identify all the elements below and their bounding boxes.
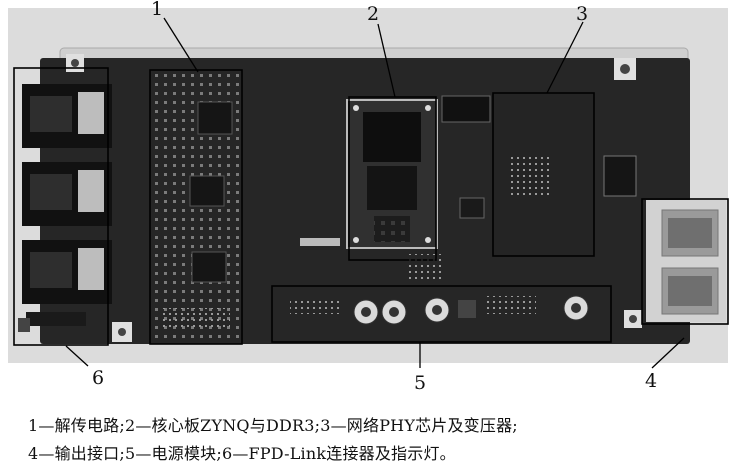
box-6	[13, 67, 109, 346]
box-2	[348, 96, 437, 261]
leader-4	[651, 337, 685, 369]
leader-2	[377, 23, 396, 98]
callout-5: 5	[414, 372, 427, 394]
callout-1: 1	[151, 0, 164, 20]
callout-3: 3	[576, 3, 589, 25]
caption-line-2: 4—输出接口;5—电源模块;6—FPD-Link连接器及指示灯。	[28, 444, 456, 463]
leader-6	[65, 345, 89, 367]
caption-line-1: 1—解传电路;2—核心板ZYNQ与DDR3;3—网络PHY芯片及变压器;	[28, 416, 518, 435]
leader-1	[163, 17, 199, 73]
box-3	[492, 92, 595, 257]
output-ports	[646, 200, 726, 322]
network-phy-area	[459, 94, 637, 256]
callout-2: 2	[367, 3, 380, 25]
highlight-boxes	[13, 67, 729, 346]
power-module	[290, 295, 589, 325]
leader-lines	[65, 17, 685, 369]
callout-6: 6	[92, 367, 105, 389]
fpd-link-connectors	[18, 84, 112, 332]
box-4	[641, 198, 729, 325]
deserializer-area	[150, 72, 242, 340]
box-5	[271, 285, 612, 343]
callout-4: 4	[645, 370, 658, 392]
leader-3	[546, 21, 584, 94]
core-board	[300, 95, 491, 282]
